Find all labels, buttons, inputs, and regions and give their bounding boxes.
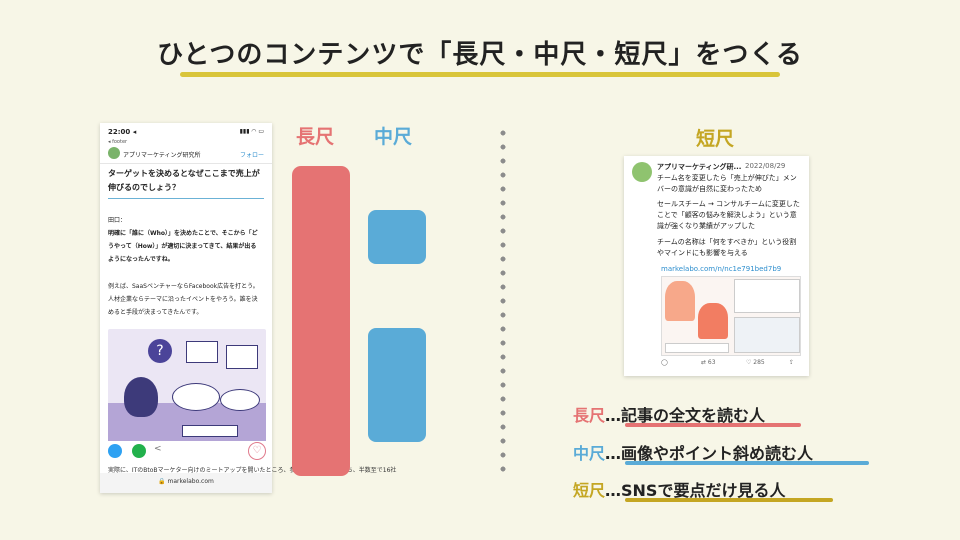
person-illustration [124,377,158,417]
tweet-image[interactable] [661,276,801,356]
legend-key: 中尺 [573,444,606,463]
signal-icon: ▮▮▮ ◠ ▭ [239,128,264,135]
article-paragraph: 明確に「誰に（Who）」を決めたことで、そこから「どうやって（How）」が適切に… [108,230,258,263]
legend-underline [625,423,801,427]
mid-form-bar [368,210,426,264]
follow-button[interactable]: フォロー [239,152,264,159]
title-underline [180,72,780,77]
legend-key: 短尺 [573,481,606,500]
speech-bubble [220,389,260,411]
article-illustration: ? [108,329,266,441]
tweet-date: 2022/08/29 [745,162,786,170]
phone-article-screenshot: 22:00 ◂ ▮▮▮ ◠ ▭ ◂ footer アプリマーケティング研究所 フ… [100,123,397,493]
line-share-icon[interactable] [132,444,146,458]
label-long-form: 長尺 [296,126,335,148]
manga-panel [665,343,729,353]
tweet-card: アプリマーケティング研... 2022/08/29 チーム名を変更したら「売上が… [624,156,809,376]
avatar [108,147,120,159]
url-bar[interactable]: 🔒 markelabo.com [100,473,272,493]
phone-account-name: アプリマーケティング研究所 [123,152,201,159]
question-icon: ? [148,339,172,363]
legend-key: 長尺 [573,406,606,425]
manga-panel [698,303,728,339]
speech-bubble [172,383,220,411]
dotted-divider [500,126,506,472]
article-paragraph: 例えば、SaaSベンチャーならFacebook広告を打とう。人材企業ならテーマに… [108,283,259,316]
phone-time: 22:00 ◂ [108,128,137,136]
legend-desc: …画像やポイント斜め読む人 [605,444,814,463]
legend-underline [625,461,869,465]
like-icon[interactable]: ♡ 285 [746,359,765,366]
illustration-banner [182,425,238,437]
legend-row-short: 短尺…SNSで要点だけ見る人 [573,477,833,502]
manga-panel [734,317,800,353]
tweet-link[interactable]: markelabo.com/n/nc1e791bed7b9 [661,265,782,273]
avatar [632,162,652,182]
article-heading: ターゲットを決めるとなぜここまで売上が伸びるのでしょう？ [108,169,260,192]
manga-panel [665,281,695,321]
article-paragraph: 実際に、ITのBtoBマーケター向けのミートアップを開いたところ、参加者20名1… [108,467,397,474]
mid-form-bar [368,328,426,442]
legend-desc: …記事の全文を読む人 [605,406,766,425]
phone-status-bar: 22:00 ◂ ▮▮▮ ◠ ▭ [108,128,264,138]
tweet-text: セールスチーム → コンサルチームに変更したことで「顧客の悩みを解決しよう」とい… [657,200,800,230]
share-icon[interactable]: ⇪ [789,359,795,366]
heading-rule [108,198,264,199]
twitter-share-icon[interactable] [108,444,122,458]
legend-row-mid: 中尺…画像やポイント斜め読む人 [573,440,869,465]
legend-row-long: 長尺…記事の全文を読む人 [573,402,801,427]
label-mid-form: 中尺 [374,126,413,148]
retweet-icon[interactable]: ⇄ 63 [701,359,716,366]
phone-back-link[interactable]: ◂ footer [108,139,128,145]
heart-icon[interactable]: ♡ [248,442,266,460]
divider [100,163,272,164]
manga-panel [734,279,800,313]
speaker-label: 田口： [108,217,127,224]
label-short-form: 短尺 [696,128,735,150]
reply-icon[interactable]: ◯ [661,359,668,366]
legend-underline [625,498,833,502]
tweet-text: チーム名を変更したら「売上が伸びた」メンバーの意識が自然に変わったため [657,174,797,193]
illustration-card [186,341,218,363]
slide-title: ひとつのコンテンツで「長尺・中尺・短尺」をつくる [157,40,803,70]
tweet-actions: ◯ ⇄ 63 ♡ 285 ⇪ [661,359,801,369]
tweet-author: アプリマーケティング研... [657,163,742,171]
share-icon[interactable]: < [154,444,162,454]
long-form-bar [292,166,350,476]
tweet-text: チームの名称は「何をすべきか」という役割やマインドにも影響を与える [657,238,797,257]
illustration-card [226,345,258,369]
legend-desc: …SNSで要点だけ見る人 [605,481,786,500]
